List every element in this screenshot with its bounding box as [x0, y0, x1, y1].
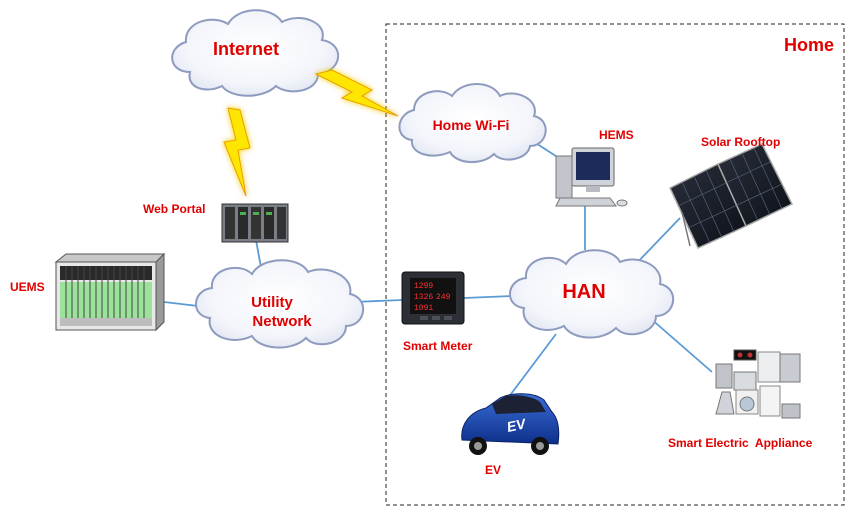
smart-meter-label: Smart Meter: [403, 339, 473, 353]
ev-label: EV: [485, 463, 501, 477]
meter-reading-2: 1326: [414, 293, 433, 302]
smart-meter: 1299 1326 249 1091: [401, 271, 465, 325]
han-cloud: [509, 249, 675, 339]
han-label: HAN: [562, 281, 605, 303]
uems-label: UEMS: [10, 280, 45, 294]
meter-reading-3: 249: [436, 293, 451, 302]
smart-appliances: [715, 349, 801, 419]
uems-device: [54, 252, 166, 332]
hems-label: HEMS: [599, 128, 634, 142]
home-label: Home: [784, 35, 834, 55]
lightning-internet-webportal: [223, 107, 251, 197]
home-wifi-cloud: [398, 83, 547, 163]
utility-network-cloud: [195, 259, 365, 349]
meter-reading-1: 1299: [414, 282, 433, 291]
lightning-internet-wifi: [314, 69, 399, 117]
ev-car: EV: [461, 393, 560, 455]
link-han-ev: [507, 333, 557, 399]
web-portal-device: [221, 203, 289, 243]
utility-network-label-line1: Utility: [251, 294, 293, 311]
home-wifi-label: Home Wi-Fi: [433, 117, 510, 133]
web-portal-label: Web Portal: [143, 202, 205, 216]
utility-network-label-line2: Network: [252, 313, 312, 330]
link-uems-utility: [163, 301, 199, 307]
link-meter-han: [463, 295, 513, 299]
meter-reading-4: 1091: [414, 304, 433, 313]
solar-rooftop-label: Solar Rooftop: [701, 135, 780, 149]
link-han-appliance: [649, 317, 713, 373]
internet-cloud: [171, 9, 340, 97]
ev-badge: EV: [505, 415, 528, 435]
smart-appliance-label: Smart Electric Appliance: [668, 436, 813, 450]
hems-computer: [555, 147, 628, 207]
internet-label: Internet: [213, 39, 279, 59]
solar-panel: [669, 143, 794, 249]
